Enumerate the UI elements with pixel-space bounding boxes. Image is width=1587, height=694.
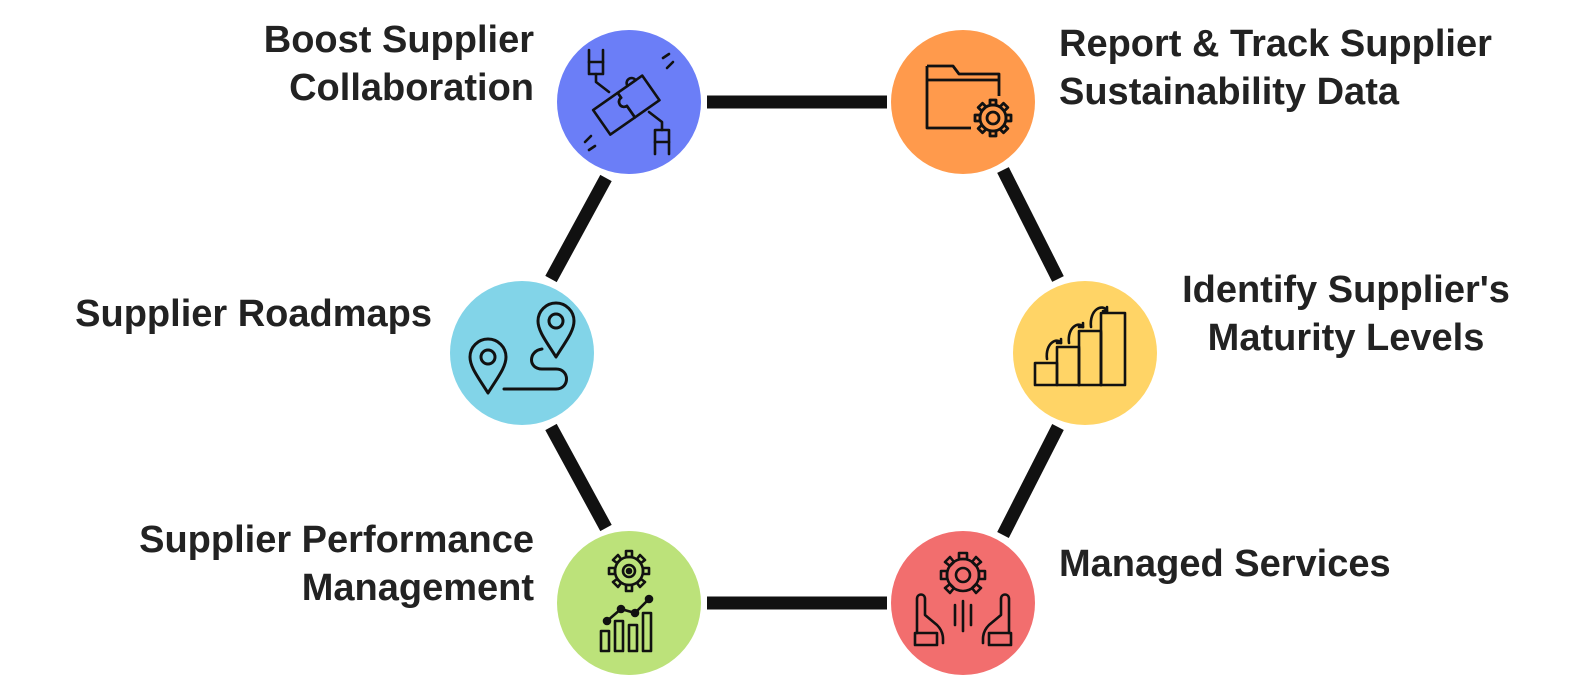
- label-line: Maturity Levels: [1207, 317, 1485, 359]
- node-maturity: [1013, 281, 1157, 425]
- label-line: Identify Supplier's: [1182, 269, 1510, 311]
- label-reporting: Report & Track Supplier Sustainability D…: [1059, 20, 1492, 116]
- hands-gear-icon: [913, 551, 1013, 647]
- label-maturity: Identify Supplier's Maturity Levels: [1176, 266, 1516, 362]
- node-circle-performance: [557, 531, 701, 675]
- node-performance: [557, 531, 701, 675]
- route-pins-icon: [468, 301, 576, 395]
- connectors: [545, 95, 1064, 610]
- label-line: Supplier Performance: [139, 519, 534, 561]
- node-collaboration: [557, 30, 701, 174]
- connector-bottom-left: [545, 423, 612, 532]
- connector-top-right: [997, 167, 1064, 282]
- node-circle-reporting: [891, 30, 1035, 174]
- node-roadmaps: [450, 281, 594, 425]
- label-line: Management: [301, 567, 534, 609]
- connector-bottom-right: [997, 424, 1064, 538]
- label-line: Supplier Roadmaps: [75, 293, 432, 335]
- folder-gear-icon: [925, 64, 1013, 138]
- node-circle-maturity: [1013, 281, 1157, 425]
- label-performance: Supplier Performance Management: [139, 516, 534, 612]
- connector-top-left: [545, 174, 612, 283]
- label-managed: Managed Services: [1059, 540, 1391, 588]
- label-line: Collaboration: [289, 67, 534, 109]
- bar-steps-icon: [1033, 305, 1127, 387]
- label-roadmaps: Supplier Roadmaps: [75, 290, 432, 338]
- gear-chart-icon: [599, 549, 654, 653]
- node-circle-collaboration: [557, 30, 701, 174]
- puzzle-handshake-icon: [583, 48, 675, 156]
- node-reporting: [891, 30, 1035, 174]
- label-line: Managed Services: [1059, 543, 1391, 585]
- label-line: Boost Supplier: [263, 19, 534, 61]
- node-managed: [891, 531, 1035, 675]
- label-line: Report & Track Supplier: [1059, 23, 1492, 65]
- label-line: Sustainability Data: [1059, 71, 1399, 113]
- label-collaboration: Boost Supplier Collaboration: [264, 16, 534, 112]
